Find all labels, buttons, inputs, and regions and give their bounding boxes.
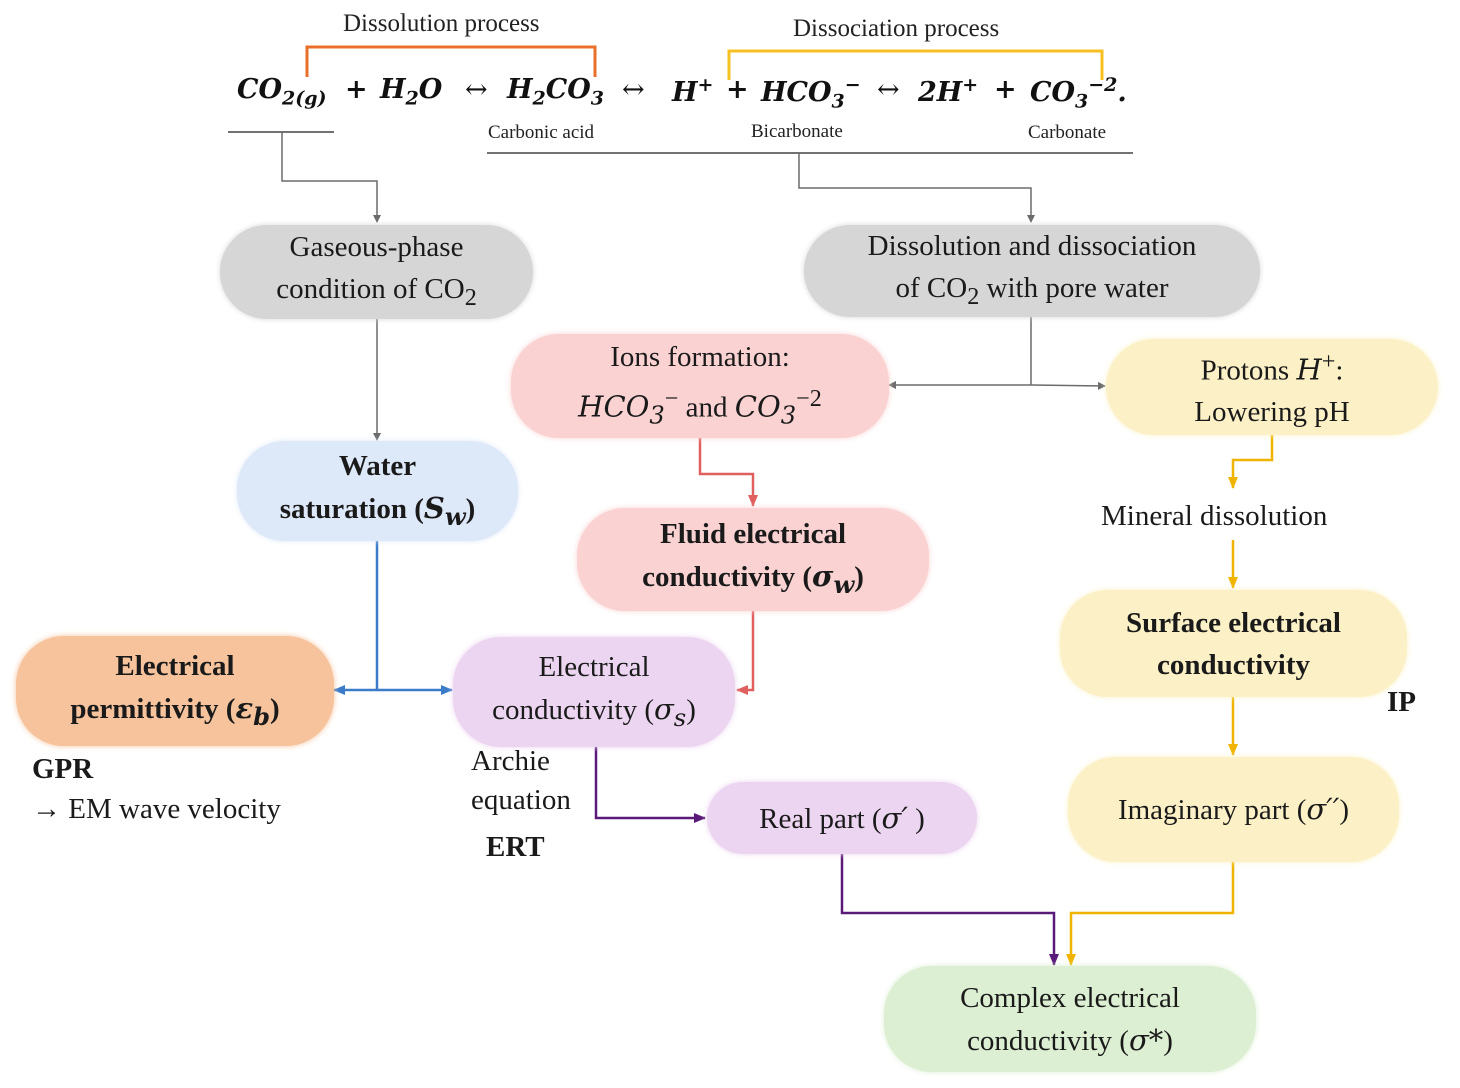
equation-h2co3: H2CO3	[507, 74, 604, 110]
equation-hco3: HCO3−	[761, 74, 861, 113]
complex-conductivity-line2: conductivity (σ*)	[967, 1022, 1173, 1057]
ions-to-fluid-line	[698, 438, 758, 507]
surface-conductivity-line1: Surface electrical	[1126, 606, 1341, 639]
archie-label: Archie	[471, 745, 550, 777]
elec-cond-to-real-line	[594, 747, 706, 823]
co2-to-gaseous-line	[281, 132, 381, 223]
electrical-conductivity-line1: Electrical	[538, 650, 650, 683]
water-saturation-line2: saturation (Sw)	[279, 490, 476, 531]
surface-conductivity-line2: conductivity	[1156, 648, 1311, 681]
equation-h-plus: H+	[672, 74, 714, 108]
equation-h2o: H2O	[380, 74, 443, 110]
dissolution-dissociation-line2: of CO2 with pore water	[895, 271, 1169, 310]
permittivity-node: Electrical permittivity (εb)	[16, 636, 334, 746]
equation-arrow-1: ↔	[465, 74, 488, 105]
complex-conductivity-line1: Complex electrical	[960, 981, 1180, 1014]
electrical-conductivity-line2: conductivity (σs)	[492, 691, 696, 732]
ert-label: ERT	[486, 831, 545, 863]
mineral-dissolution-label: Mineral dissolution	[1101, 500, 1328, 532]
gaseous-phase-line2: condition of CO2	[276, 272, 477, 311]
fluid-conductivity-node: Fluid electrical conductivity (σw)	[577, 508, 929, 611]
water-saturation-node: Water saturation (Sw)	[237, 441, 518, 541]
ip-label: IP	[1387, 686, 1416, 718]
equation-label: equation	[471, 784, 571, 816]
permittivity-line2: permittivity (εb)	[70, 690, 280, 731]
bicarbonate-label: Bicarbonate	[751, 121, 843, 142]
protons-line1: Protons H+:	[1200, 347, 1344, 387]
dissociation-process-label: Dissociation process	[793, 15, 1000, 42]
dissociation-bracket	[727, 49, 1104, 80]
ions-formation-line1: Ions formation:	[610, 340, 790, 373]
fluid-conductivity-line1: Fluid electrical	[659, 518, 847, 551]
dissolution-bracket	[305, 45, 597, 77]
equation-co3: CO3−2.	[1030, 74, 1127, 113]
dissolution-dissociation-node: Dissolution and dissociation of CO2 with…	[804, 225, 1260, 317]
imaginary-part-text: Imaginary part (σ′′)	[1117, 792, 1350, 826]
equation-arrow-3: ↔	[877, 74, 900, 105]
permittivity-line1: Electrical	[115, 649, 235, 682]
gpr-label: GPR	[32, 753, 94, 785]
ions-formation-line2: HCO3− and CO3−2	[578, 384, 822, 430]
carbonate-label: Carbonate	[1028, 122, 1107, 143]
dissolution-dissociation-line1: Dissolution and dissociation	[867, 229, 1197, 262]
equation-2h-plus: 2H+	[918, 74, 979, 108]
gaseous-phase-node: Gaseous-phase condition of CO2	[220, 225, 533, 319]
equation-plus-1: +	[345, 74, 368, 105]
imag-to-complex-line	[1066, 862, 1235, 966]
to-protons-line	[1030, 381, 1106, 390]
protons-to-mineral-line	[1228, 435, 1274, 489]
em-wave-velocity-label: → EM wave velocity	[32, 793, 281, 825]
protons-node: Protons H+: Lowering pH	[1106, 339, 1438, 435]
gaseous-phase-line1: Gaseous-phase	[289, 230, 464, 263]
dissolution-process-label: Dissolution process	[343, 10, 540, 37]
equation-plus-3: +	[994, 74, 1017, 105]
complex-conductivity-node: Complex electrical conductivity (σ*)	[884, 966, 1256, 1072]
carbonic-acid-label: Carbonic acid	[488, 122, 595, 143]
species-to-dissolution-line	[798, 153, 1035, 223]
real-part-text: Real part (σ′ )	[759, 800, 925, 835]
electrical-conductivity-node: Electrical conductivity (σs)	[453, 637, 735, 747]
equation-arrow-2: ↔	[622, 74, 645, 105]
ions-formation-node: Ions formation: HCO3− and CO3−2	[511, 334, 889, 438]
imaginary-part-node: Imaginary part (σ′′)	[1068, 757, 1399, 862]
real-part-node: Real part (σ′ )	[707, 782, 977, 854]
surface-conductivity-node: Surface electrical conductivity	[1060, 590, 1407, 697]
equation-co2: CO2(g)	[237, 74, 327, 110]
water-saturation-line1: Water	[338, 449, 417, 482]
real-to-complex-line	[840, 853, 1059, 966]
fluid-to-elec-cond-line	[736, 611, 755, 695]
fluid-conductivity-line2: conductivity (σw)	[642, 559, 864, 599]
equation-plus-2: +	[726, 74, 749, 105]
protons-line2: Lowering pH	[1194, 396, 1350, 429]
